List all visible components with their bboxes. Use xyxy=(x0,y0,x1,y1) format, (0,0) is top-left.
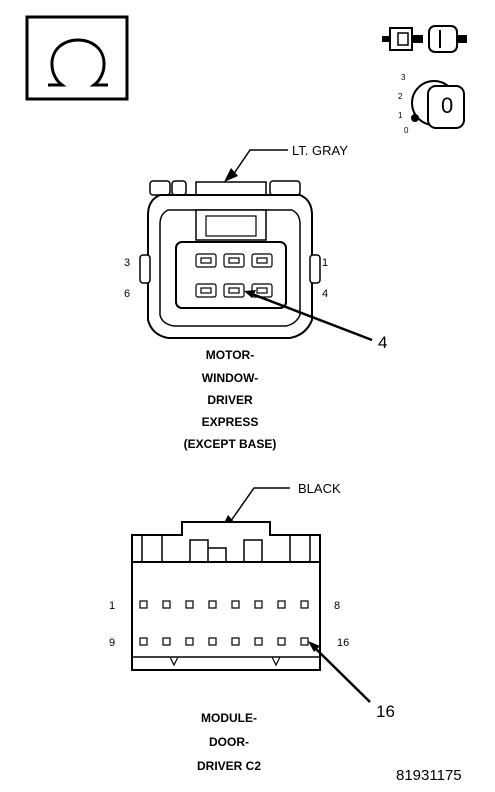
connector2-pin xyxy=(185,637,194,646)
connector2-pin xyxy=(254,637,263,646)
connector-disconnect-icon xyxy=(382,25,467,53)
connector2-pin xyxy=(208,637,217,646)
connector2-title-line-1: MODULE- xyxy=(201,711,257,725)
connector2-pin xyxy=(277,637,286,646)
connector2-pin xyxy=(231,637,240,646)
ohm-symbol-icon xyxy=(25,15,129,101)
connector1-terminal xyxy=(200,257,212,264)
connector1-color-label: LT. GRAY xyxy=(292,143,348,158)
connector2-pin xyxy=(208,600,217,609)
motor-window-connector: LT. GRAY 3 1 6 4 4 MOTOR- WINDOW- DRIVER… xyxy=(124,143,387,451)
connector1-cavity-grid xyxy=(195,253,273,298)
connector2-pin xyxy=(139,637,148,646)
connector2-pin xyxy=(254,600,263,609)
connector1-callout-number: 4 xyxy=(378,333,387,352)
connector1-pin-1-label: 1 xyxy=(322,257,328,269)
figure-id: 81931175 xyxy=(396,767,462,784)
connector1-title-line-4: EXPRESS xyxy=(202,415,259,429)
connector2-pin xyxy=(162,637,171,646)
ignition-position-2: 2 xyxy=(398,92,403,101)
connector1-title-line-5: (EXCEPT BASE) xyxy=(184,437,277,451)
connector1-title-line-1: MOTOR- xyxy=(206,348,254,362)
connector2-pin xyxy=(300,637,309,646)
connector1-title-line-3: DRIVER xyxy=(207,393,253,407)
connector1-terminal xyxy=(200,287,212,294)
connector2-callout-number: 16 xyxy=(376,702,395,721)
connector2-pin-16-label: 16 xyxy=(337,637,349,649)
connector2-pin xyxy=(300,600,309,609)
connector2-pin-8-label: 8 xyxy=(334,600,340,612)
connector1-pin-4-label: 4 xyxy=(322,288,328,300)
connector1-pin-6-label: 6 xyxy=(124,288,130,300)
connector2-pin xyxy=(162,600,171,609)
ignition-position-0: 0 xyxy=(404,126,409,135)
connector2-pin xyxy=(231,600,240,609)
connector2-pin xyxy=(139,600,148,609)
connector1-terminal xyxy=(228,287,240,294)
ignition-position-3: 3 xyxy=(401,73,406,82)
connector2-title-line-2: DOOR- xyxy=(209,735,249,749)
connector2-color-label: BLACK xyxy=(298,481,341,496)
connector1-title-line-2: WINDOW- xyxy=(202,371,258,385)
connector1-terminal xyxy=(256,287,268,294)
ignition-key-off-icon: 3 2 1 0 0 xyxy=(398,73,465,135)
connector1-terminal xyxy=(256,257,268,264)
connector2-title-line-3: DRIVER C2 xyxy=(197,759,261,773)
connector2-pin-9-label: 9 xyxy=(109,637,115,649)
ignition-position-1: 1 xyxy=(398,111,403,120)
connector2-pin-grid xyxy=(139,600,309,646)
connector2-pin-1-label: 1 xyxy=(109,600,115,612)
ignition-key-label: 0 xyxy=(441,93,453,118)
connector1-terminal xyxy=(228,257,240,264)
connector2-pin xyxy=(185,600,194,609)
connector2-pin xyxy=(277,600,286,609)
connector1-pin-3-label: 3 xyxy=(124,257,130,269)
door-module-connector: BLACK 1 8 9 16 16 MODULE- DOOR- DRIVER C… xyxy=(109,481,395,773)
